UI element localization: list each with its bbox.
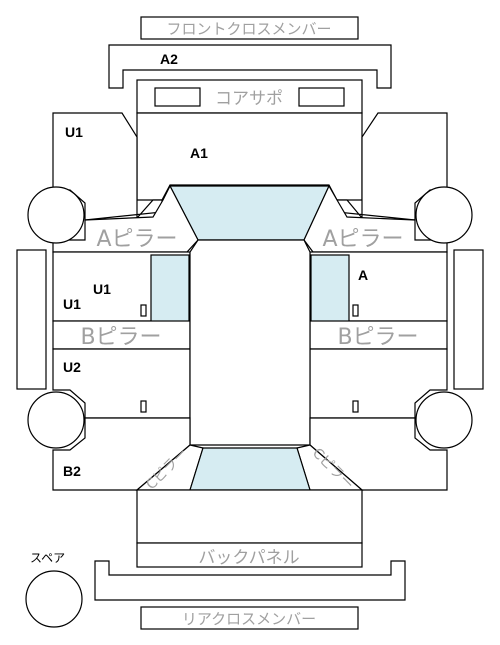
- front-bumper-code: A2: [160, 51, 178, 67]
- b-pillar-right[interactable]: Bピラー: [309, 320, 448, 350]
- wheel-front-left[interactable]: [27, 186, 85, 244]
- rear-window[interactable]: [189, 447, 311, 491]
- roof[interactable]: [189, 239, 311, 446]
- back-panel[interactable]: バックパネル: [136, 542, 363, 568]
- front-left-door-code-outer: U1: [63, 296, 81, 312]
- a-pillar-right[interactable]: Aピラー: [303, 184, 448, 253]
- a-pillar-left[interactable]: Aピラー: [52, 184, 199, 253]
- rear-right-quarter[interactable]: [309, 417, 448, 491]
- rear-cross-member[interactable]: リアクロスメンバー: [140, 606, 359, 630]
- b-pillar-left-label: Bピラー: [80, 325, 161, 350]
- core-support[interactable]: コアサポ: [136, 79, 363, 114]
- hood-code: A1: [190, 145, 208, 161]
- front-cross-member[interactable]: フロントクロスメンバー: [140, 16, 359, 40]
- rear-bumper[interactable]: [94, 560, 406, 601]
- rear-right-door-handle[interactable]: [352, 400, 359, 413]
- front-bumper[interactable]: [108, 44, 392, 89]
- wheel-front-right[interactable]: [415, 186, 473, 244]
- wheel-rear-right[interactable]: [415, 391, 473, 449]
- a-pillar-left-label: Aピラー: [96, 227, 177, 252]
- rear-left-quarter[interactable]: [52, 417, 191, 491]
- wheel-rear-left[interactable]: [27, 391, 85, 449]
- front-right-door-code: A: [358, 267, 368, 283]
- front-left-door-handle[interactable]: [140, 304, 147, 317]
- front-left-fender-code: U1: [65, 124, 83, 140]
- right-headlight[interactable]: [298, 87, 345, 107]
- spare-tire[interactable]: [25, 570, 83, 628]
- rear-cross-member-label: リアクロスメンバー: [182, 610, 316, 628]
- right-side-molding[interactable]: [453, 249, 484, 390]
- trunk-lid[interactable]: [136, 489, 363, 544]
- front-left-door-code-inner: U1: [93, 281, 111, 297]
- front-right-door-handle[interactable]: [352, 304, 359, 317]
- b-pillar-right-label: Bピラー: [337, 325, 418, 350]
- rear-left-door-handle[interactable]: [140, 400, 147, 413]
- front-cross-member-label: フロントクロスメンバー: [166, 20, 331, 38]
- rear-left-door-code: U2: [63, 359, 81, 375]
- left-side-molding[interactable]: [16, 249, 47, 390]
- rear-right-door[interactable]: [309, 348, 448, 419]
- b-pillar-left[interactable]: Bピラー: [52, 320, 191, 350]
- core-support-label: コアサポ: [215, 89, 283, 109]
- rear-left-quarter-code: B2: [63, 463, 81, 479]
- left-headlight[interactable]: [154, 87, 201, 107]
- a-pillar-right-label: Aピラー: [322, 227, 403, 252]
- back-panel-label: バックパネル: [198, 548, 299, 568]
- spare-label: スペア: [30, 551, 65, 565]
